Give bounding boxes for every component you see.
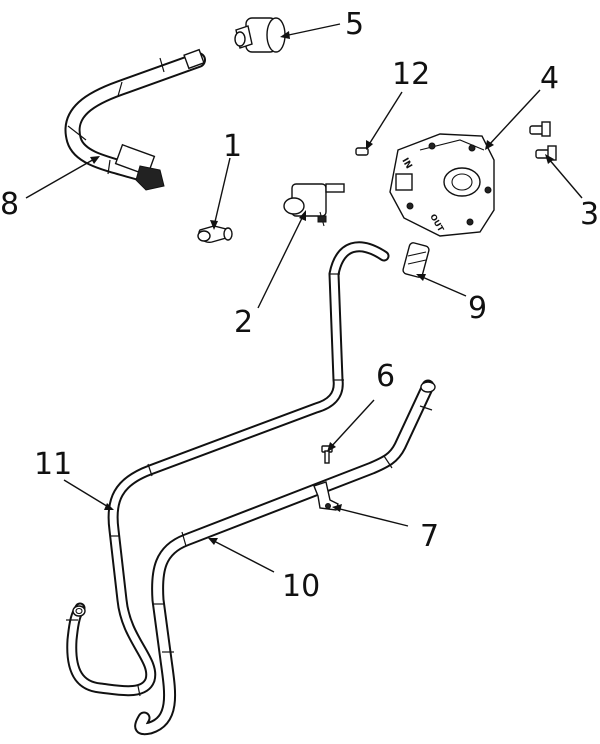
hose-10 — [134, 379, 436, 736]
hose-11 — [66, 241, 390, 697]
leader-lines — [25, 23, 583, 573]
leader-9 — [419, 275, 467, 297]
leader-4 — [487, 89, 541, 147]
barb-fitting-9 — [402, 242, 430, 278]
callout-11: 11 — [34, 447, 72, 482]
leader-3 — [547, 157, 583, 199]
leader-7 — [335, 507, 409, 527]
regulator-4: IN OUT — [389, 133, 495, 237]
leader-10 — [211, 539, 275, 573]
callout-5: 5 — [345, 7, 364, 42]
callout-4: 4 — [540, 61, 559, 96]
leader-1 — [213, 157, 231, 227]
regulator-in-port-label: IN — [399, 157, 413, 171]
leader-5 — [283, 23, 341, 37]
fitting-5 — [234, 17, 286, 53]
callout-3: 3 — [580, 197, 599, 232]
elbow-fitting-1 — [197, 225, 233, 244]
callout-7: 7 — [420, 519, 439, 554]
callout-labels: 1 2 3 4 5 6 7 8 9 10 11 12 — [0, 7, 599, 604]
callout-6: 6 — [376, 359, 395, 394]
leader-11 — [63, 479, 111, 509]
callout-10: 10 — [282, 569, 320, 604]
leader-8 — [25, 157, 97, 199]
bolts-3 — [529, 121, 557, 161]
callout-1: 1 — [223, 129, 242, 164]
callout-8: 8 — [0, 187, 19, 222]
callout-12: 12 — [392, 57, 430, 92]
pin-12 — [355, 147, 369, 156]
solenoid-valve-2 — [283, 183, 345, 227]
callout-9: 9 — [468, 291, 487, 326]
leader-2 — [257, 213, 305, 309]
leader-12 — [367, 91, 403, 147]
hose-8 — [64, 48, 206, 191]
callout-2: 2 — [234, 305, 253, 340]
leader-6 — [329, 399, 375, 449]
